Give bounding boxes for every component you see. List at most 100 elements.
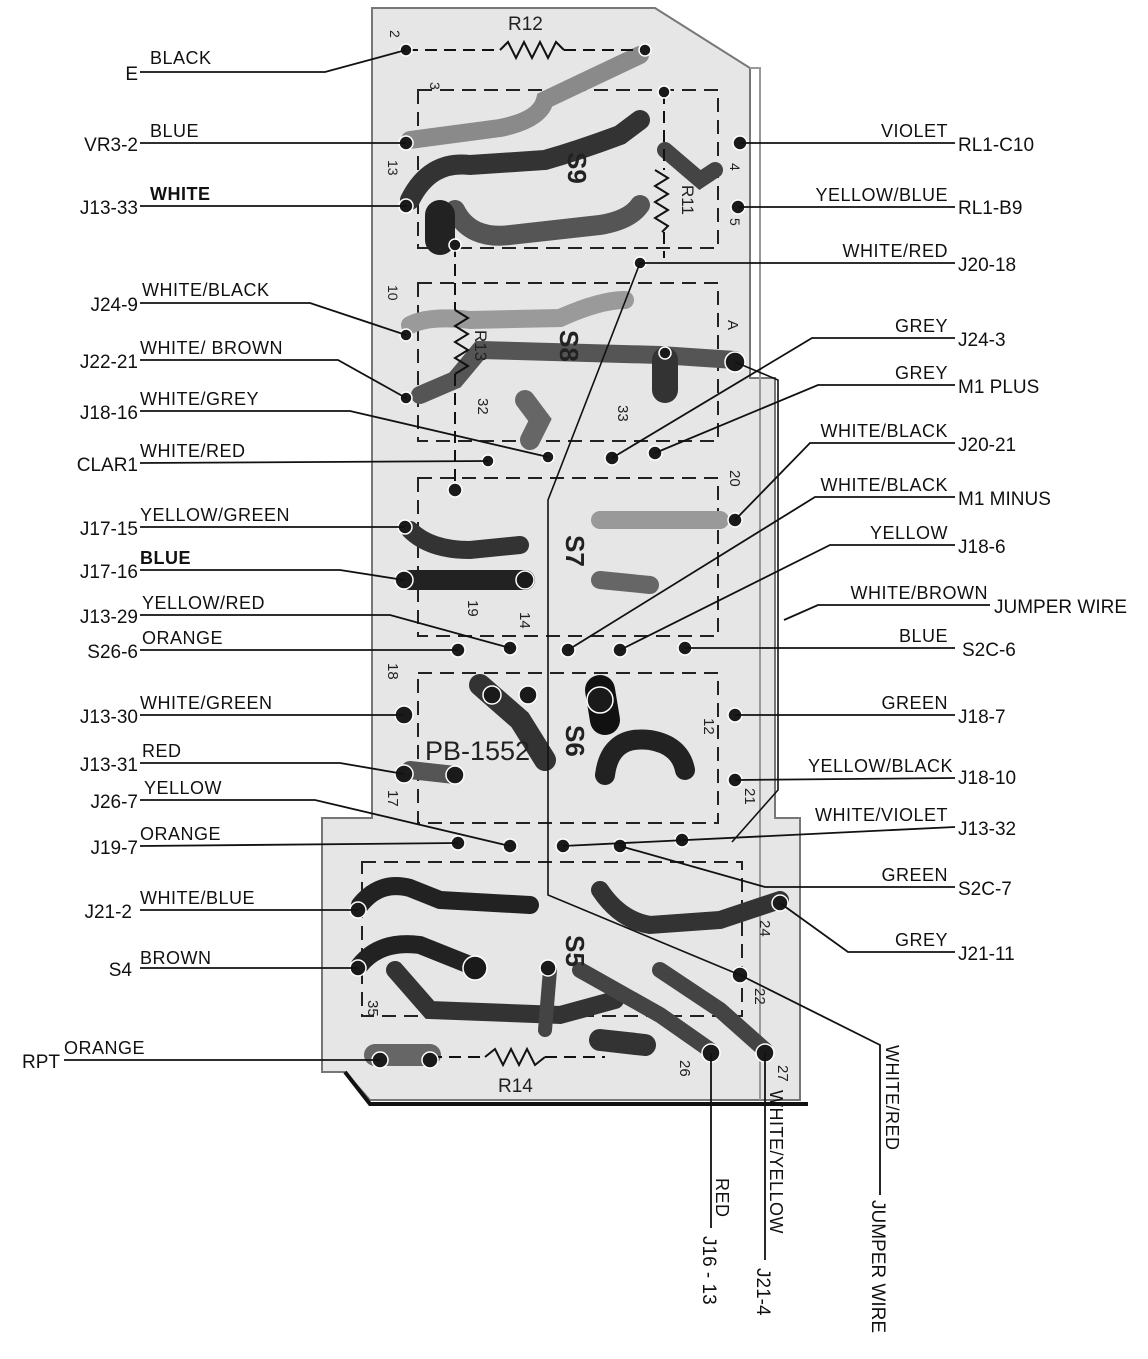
leader-line (619, 544, 955, 651)
right-terminal-label: RL1-C10 (958, 135, 1034, 156)
trace (538, 963, 557, 1037)
bottom-terminal-label: J21-4 (752, 1268, 773, 1316)
left-wire-color: WHITE/GREEN (140, 693, 273, 713)
resistor-label-r13: R13 (471, 330, 490, 361)
left-wire-color: BLACK (150, 48, 212, 68)
resistor-symbols (453, 39, 670, 1068)
left-terminal-label: J26-7 (90, 792, 138, 813)
left-callout-labels: E BLACK VR3-2 BLUE J13-33 WHITE J24-9 WH… (22, 48, 290, 1073)
left-terminal-label: S4 (109, 960, 133, 981)
right-wire-color: YELLOW (870, 523, 948, 543)
trace (351, 935, 479, 974)
pad-number: 20 (726, 470, 743, 487)
pad (462, 955, 488, 981)
right-terminal-label: J21-11 (958, 944, 1015, 965)
right-wire-color: GREEN (881, 693, 948, 713)
switch-label-s5: S5 (560, 935, 590, 967)
left-terminal-label: J21-2 (84, 902, 132, 923)
trace (401, 521, 529, 560)
jumper-route-white-red (547, 262, 741, 976)
pad (515, 570, 535, 590)
leader-line (140, 799, 511, 847)
board-outline (321, 7, 801, 1101)
leader-line (139, 460, 489, 464)
left-wire-color: ORANGE (140, 824, 221, 844)
bottom-wire-color: WHITE/YELLOW (766, 1090, 786, 1234)
leader-line (140, 302, 407, 336)
pad (657, 85, 671, 99)
right-terminal-label: JUMPER WIRE (994, 597, 1127, 618)
trace (351, 877, 539, 914)
leader-line (140, 569, 405, 581)
resistor-r13 (453, 309, 470, 375)
switch-label-s8: S8 (554, 330, 584, 362)
resistor-r12 (499, 39, 565, 61)
switch-outline-s5 (361, 861, 743, 1017)
right-terminal-label: S2C-7 (958, 879, 1012, 900)
bottom-wire-color: RED (712, 1178, 732, 1218)
board-part-number: PB-1552 (425, 736, 530, 766)
trace (657, 142, 723, 191)
pad-number: 21 (741, 788, 758, 805)
resistor-leads (406, 49, 665, 1058)
pad (539, 959, 557, 977)
pad-number: 22 (751, 988, 768, 1005)
right-wire-color: WHITE/BROWN (851, 583, 989, 603)
pad-number: 26 (676, 1060, 693, 1077)
right-terminal-label: J24-3 (958, 330, 1006, 351)
board-labels: R12 R11 R13 R14 S9 S8 S7 S6 S5 PB-1552 2… (364, 14, 791, 1097)
pad-number: 2 (387, 30, 403, 38)
pad (658, 346, 672, 360)
right-wire-color: GREY (895, 363, 948, 383)
trace (411, 340, 744, 404)
pad (482, 685, 502, 705)
right-wire-color: YELLOW/BLACK (808, 756, 953, 776)
pad (445, 765, 465, 785)
bottom-terminal-label: JUMPER WIRE (867, 1200, 888, 1333)
leader-line (739, 974, 881, 1195)
switch-label-s6: S6 (560, 725, 590, 757)
pad-number: 12 (700, 718, 717, 735)
leader-line (140, 410, 549, 458)
switch-outline-s6 (417, 672, 719, 824)
trace (595, 729, 695, 785)
left-wire-color: BLUE (140, 548, 191, 568)
circuit-board: R12 R11 R13 R14 S9 S8 S7 S6 S5 PB-1552 2… (321, 7, 808, 1106)
leader-line (783, 604, 990, 621)
left-terminal-label: J17-16 (80, 562, 138, 583)
left-terminal-label: S26-6 (87, 642, 138, 663)
pad-number: 17 (384, 790, 401, 807)
leader-line (779, 902, 955, 953)
leader-line (734, 442, 955, 521)
right-wire-color: BLUE (899, 626, 948, 646)
leader-line (140, 49, 407, 73)
trace (400, 110, 650, 210)
resistor-label-r11: R11 (678, 185, 697, 215)
pad (421, 1051, 439, 1069)
left-terminal-label: VR3-2 (84, 135, 138, 156)
resistor-r14 (484, 1046, 546, 1068)
right-wire-color: GREEN (881, 865, 948, 885)
bottom-terminal-label: J16 - 13 (698, 1236, 719, 1305)
right-terminal-label: M1 MINUS (958, 489, 1051, 510)
left-wire-color: YELLOW/GREEN (140, 505, 290, 525)
trace (386, 961, 624, 1025)
pad-number: 27 (774, 1065, 791, 1082)
pad-number: 10 (385, 285, 401, 301)
left-terminal-label: E (125, 64, 138, 85)
switch-label-s9: S9 (562, 152, 592, 184)
right-wire-color: WHITE/BLACK (820, 475, 948, 495)
resistor-r11 (653, 169, 670, 233)
pad (447, 482, 463, 498)
left-wire-color: WHITE (150, 184, 211, 204)
leader-line (140, 762, 405, 775)
right-wire-color: WHITE/RED (843, 241, 949, 261)
left-wire-color: WHITE/BLACK (142, 280, 270, 300)
left-wire-color: WHITE/ BROWN (140, 338, 283, 358)
leader-line (140, 359, 407, 399)
right-terminal-label: J18-7 (958, 707, 1006, 728)
left-terminal-label: J13-33 (80, 198, 138, 219)
leader-line (654, 384, 955, 454)
left-callouts (64, 49, 549, 1061)
